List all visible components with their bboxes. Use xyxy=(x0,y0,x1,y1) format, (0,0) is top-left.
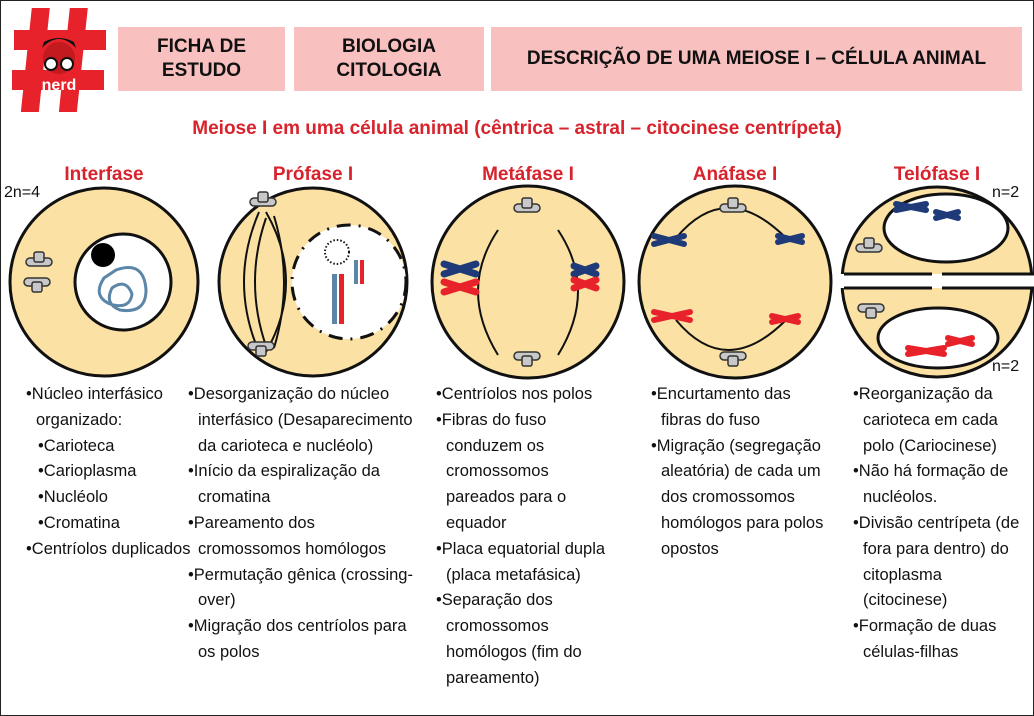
list-telofase: Reorganização da carioteca em cada polo … xyxy=(853,382,1023,666)
header-line: BIOLOGIA xyxy=(342,36,436,57)
svg-text:nerd: nerd xyxy=(42,77,77,94)
ploidy-start: 2n=4 xyxy=(4,184,41,201)
header-line: FICHA DE xyxy=(156,36,247,57)
list-item: Encurtamento das fibras do fuso xyxy=(651,382,831,434)
list-interfase: Núcleo interfásico organizado:CariotecaC… xyxy=(26,382,206,563)
header-line: ESTUDO xyxy=(161,60,242,81)
cell-anafase xyxy=(637,184,833,380)
phase-title-telofase: Telófase I xyxy=(893,164,981,185)
cell-profase xyxy=(217,186,409,378)
list-item: Divisão centrípeta (de fora para dentro)… xyxy=(853,511,1023,614)
list-item: Pareamento dos cromossomos homólogos xyxy=(188,511,420,563)
phase-title-interfase: Interfase xyxy=(64,164,144,185)
ploidy-end-bottom: n=2 xyxy=(992,358,1020,375)
list-item: Núcleo interfásico organizado: xyxy=(26,382,206,434)
list-item: Cromatina xyxy=(26,511,206,537)
nerd-logo: nerd xyxy=(12,8,106,112)
cell-interfase xyxy=(8,186,200,378)
list-item: Placa equatorial dupla (placa metafásica… xyxy=(436,537,616,589)
list-item: Carioteca xyxy=(26,434,206,460)
header-line: CITOLOGIA xyxy=(336,60,442,81)
list-item: Permutação gênica (crossing-over) xyxy=(188,563,420,615)
list-item: Desorganização do núcleo interfásico (De… xyxy=(188,382,420,459)
list-item: Reorganização da carioteca em cada polo … xyxy=(853,382,1023,459)
list-item: Formação de duas células-filhas xyxy=(853,614,1023,666)
list-profase: Desorganização do núcleo interfásico (De… xyxy=(188,382,420,666)
phase-title-anafase: Anáfase I xyxy=(692,164,778,185)
phase-title-metafase: Metáfase I xyxy=(482,164,574,185)
list-item: Centríolos duplicados xyxy=(26,537,206,563)
list-item: Separação dos cromossomos homólogos (fim… xyxy=(436,588,616,691)
list-metafase: Centríolos nos polosFibras do fuso condu… xyxy=(436,382,616,692)
subtitle: Meiose I em uma célula animal (cêntrica … xyxy=(192,118,842,139)
header-subject: BIOLOGIA CITOLOGIA xyxy=(294,27,484,91)
list-item: Fibras do fuso conduzem os cromossomos p… xyxy=(436,408,616,537)
cell-metafase xyxy=(430,184,626,380)
list-item: Início da espiralização da cromatina xyxy=(188,459,420,511)
header-study-sheet: FICHA DE ESTUDO xyxy=(118,27,285,91)
list-item: Migração (segregação aleatória) de cada … xyxy=(651,434,831,563)
header-topic: DESCRIÇÃO DE UMA MEIOSE I – CÉLULA ANIMA… xyxy=(491,27,1022,91)
list-item: Não há formação de nucléolos. xyxy=(853,459,1023,511)
list-item: Centríolos nos polos xyxy=(436,382,616,408)
list-item: Migração dos centríolos para os polos xyxy=(188,614,420,666)
phase-title-profase: Prófase I xyxy=(272,164,354,185)
list-anafase: Encurtamento das fibras do fusoMigração … xyxy=(651,382,831,563)
list-item: Carioplasma xyxy=(26,459,206,485)
ploidy-end-top: n=2 xyxy=(992,184,1020,201)
cell-telofase xyxy=(838,185,1034,379)
list-item: Nucléolo xyxy=(26,485,206,511)
